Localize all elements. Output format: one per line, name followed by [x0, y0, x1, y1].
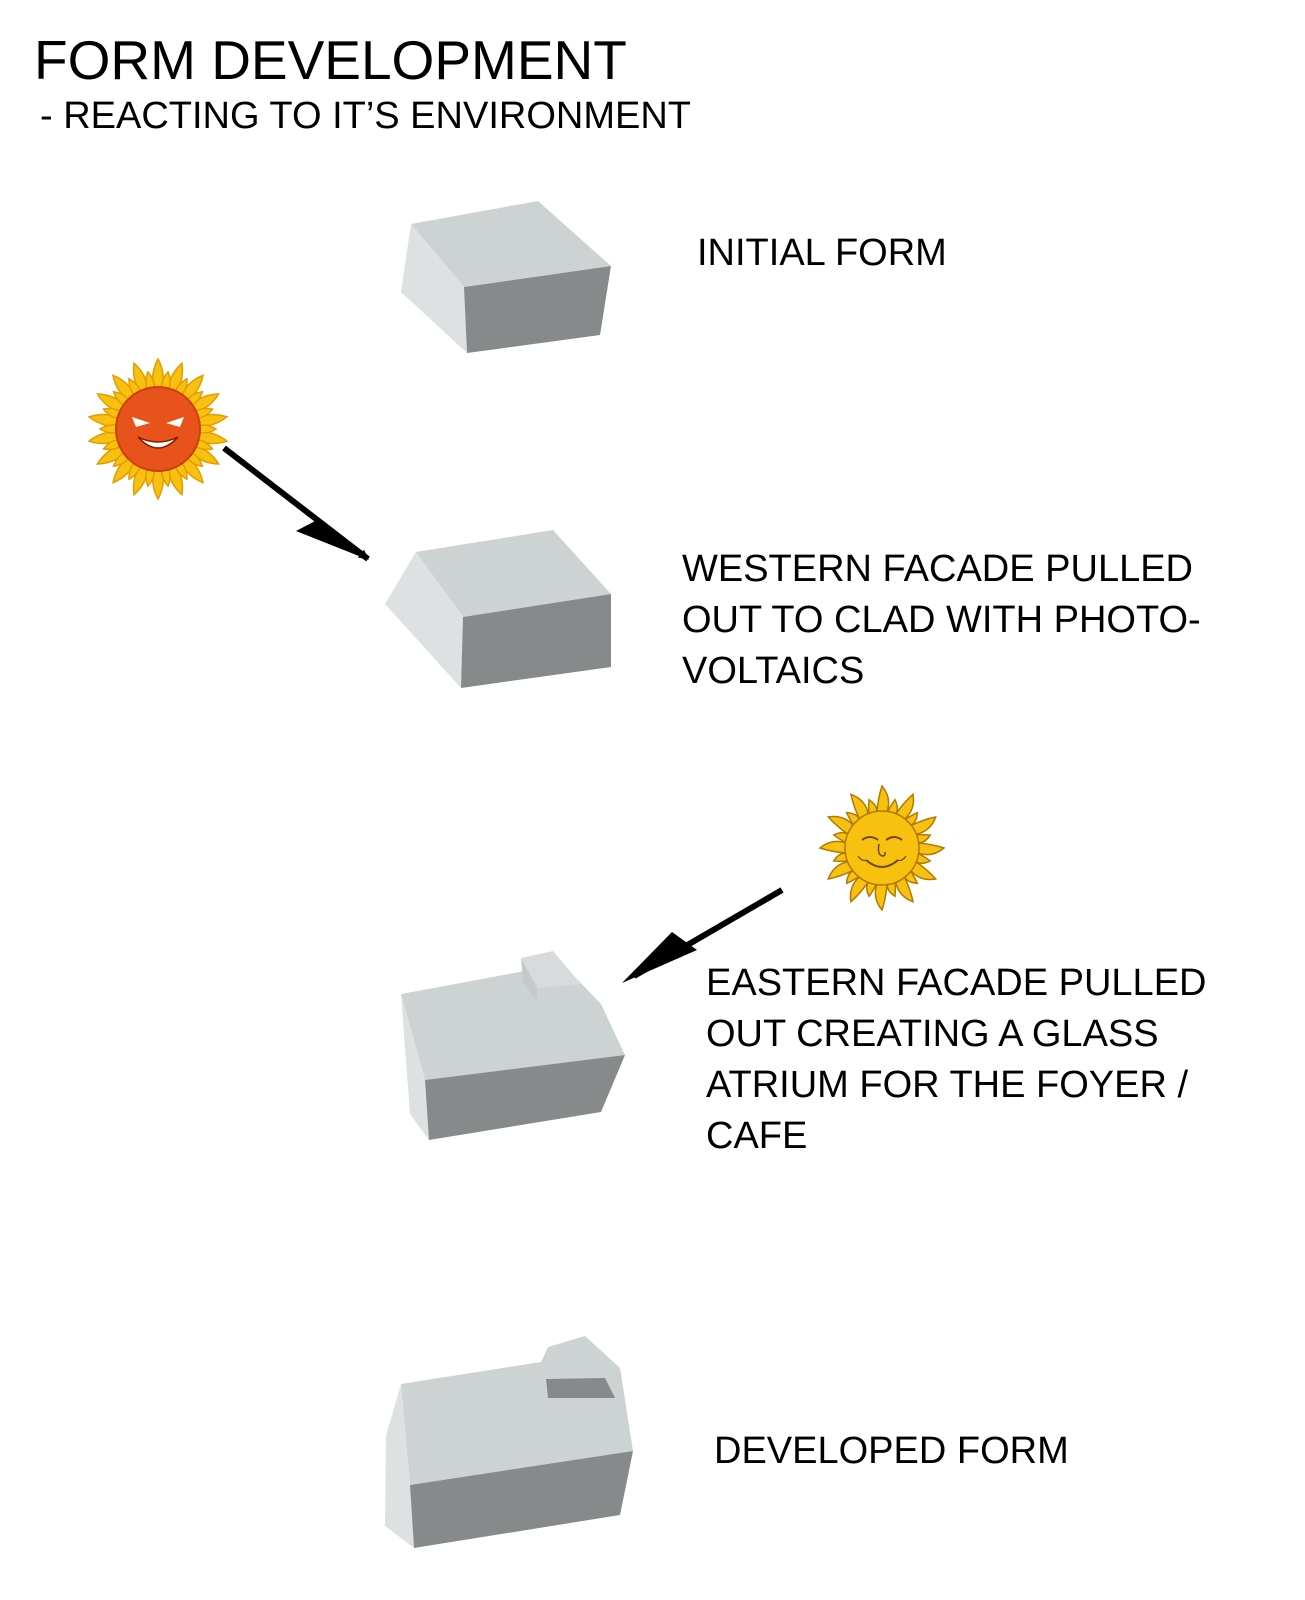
block-front-face	[425, 1055, 625, 1140]
caption-eastern-facade: EASTERN FACADE PULLED OUT CREATING A GLA…	[706, 958, 1206, 1162]
block-top-face	[416, 530, 611, 617]
block-left-face	[401, 994, 429, 1140]
arrow-head	[296, 519, 369, 560]
caption-western-facade: WESTERN FACADE PULLED OUT TO CLAD WITH P…	[682, 544, 1201, 697]
page-subtitle: - REACTING TO IT’S ENVIRONMENT	[40, 95, 691, 137]
block-top-face	[401, 1336, 633, 1485]
block-top-face	[401, 954, 625, 1080]
atrium-recess	[546, 1378, 615, 1398]
block-front-face	[461, 594, 611, 688]
caption-line: VOLTAICS	[682, 650, 865, 692]
caption-line: INITIAL FORM	[697, 232, 947, 274]
eastern-facade-block	[401, 951, 625, 1140]
caption-line: OUT TO CLAD WITH PHOTO-	[682, 599, 1201, 641]
smiling-sun-icon	[818, 784, 946, 912]
caption-line: DEVELOPED FORM	[714, 1430, 1069, 1472]
western-facade-block	[385, 530, 611, 688]
caption-line: OUT CREATING A GLASS	[706, 1013, 1159, 1055]
block-top-face	[411, 201, 611, 287]
caption-developed-form: DEVELOPED FORM	[714, 1426, 1069, 1477]
angry-sun-icon	[87, 357, 229, 501]
caption-line: EASTERN FACADE PULLED	[706, 962, 1207, 1004]
developed-form-block	[385, 1336, 633, 1548]
block-left-face	[401, 224, 467, 353]
caption-line: ATRIUM FOR THE FOYER /	[706, 1064, 1189, 1106]
block-left-face	[385, 1384, 414, 1548]
atrium-top-face	[521, 951, 581, 988]
arrow-head	[622, 932, 697, 983]
atrium-side-face	[521, 958, 537, 1002]
page-title: FORM DEVELOPMENT	[34, 29, 627, 91]
block-front-face	[464, 266, 611, 353]
caption-line: WESTERN FACADE PULLED	[682, 548, 1193, 590]
caption-line: CAFE	[706, 1115, 808, 1157]
caption-initial-form: INITIAL FORM	[697, 228, 947, 279]
initial-form-block	[401, 201, 611, 353]
block-left-face	[385, 552, 463, 688]
block-front-face	[410, 1451, 633, 1548]
